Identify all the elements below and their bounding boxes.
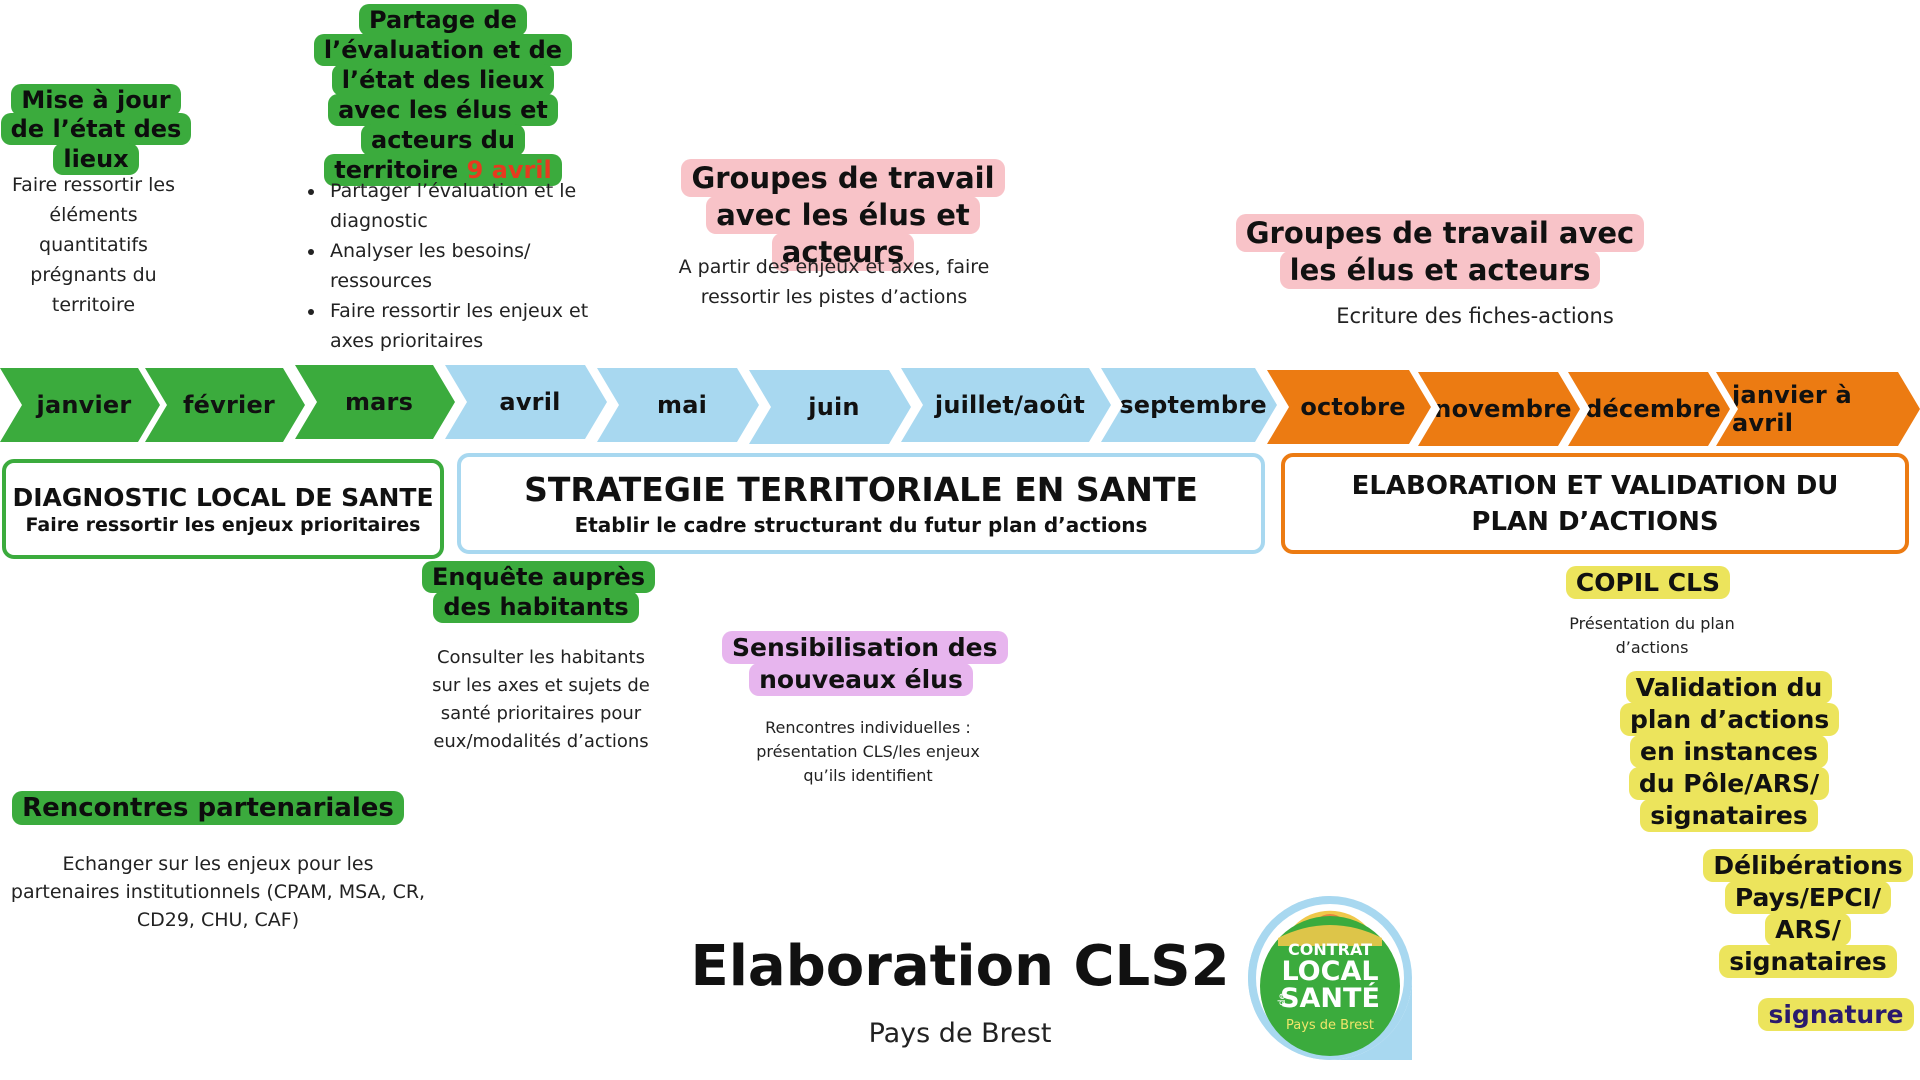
cls-logo-graphic	[1248, 896, 1412, 1060]
sensibilisation-elus-label: Sensibilisation des nouveaux élus	[722, 631, 1008, 696]
phase-diagnostic: DIAGNOSTIC LOCAL DE SANTE Faire ressorti…	[2, 459, 444, 559]
logo-line4: Pays de Brest	[1285, 1018, 1375, 1033]
logo-line2: LOCAL	[1281, 956, 1379, 987]
phase-elaboration: ELABORATION ET VALIDATION DU PLAN D’ACTI…	[1281, 453, 1909, 554]
phase-strategie-subtitle: Etablir le cadre structurant du futur pl…	[574, 513, 1148, 537]
groupes-travail-1-label: Groupes de travail avec les élus et acte…	[648, 159, 1038, 271]
maj-etat-des-lieux-desc: Faire ressortir les éléments quantitatif…	[12, 174, 175, 316]
logo-line1: CONTRAT	[1287, 940, 1373, 959]
phase-elaboration-title: ELABORATION ET VALIDATION DU PLAN D’ACTI…	[1351, 470, 1839, 537]
enquete-habitants-label: Enquête auprès des habitants	[422, 561, 655, 623]
deliberations-label: Délibérations Pays/EPCI/ ARS/ signataire…	[1700, 849, 1916, 978]
partage-bullets: Partager l’évaluation et le diagnostic A…	[304, 176, 596, 356]
groupes-travail-1-desc: A partir des enjeux et axes, faire resso…	[678, 256, 990, 308]
rencontres-partenariales-desc: Echanger sur les enjeux pour les partena…	[10, 853, 426, 931]
month-juillet-aout: juillet/août	[901, 368, 1111, 442]
rencontres-partenariales-label: Rencontres partenariales	[8, 791, 408, 825]
page-subtitle: Pays de Brest	[868, 1018, 1052, 1049]
phase-strategie-title: STRATEGIE TERRITORIALE EN SANTE	[524, 470, 1198, 509]
phase-diagnostic-title: DIAGNOSTIC LOCAL DE SANTE	[12, 482, 434, 512]
month-octobre: octobre	[1267, 370, 1431, 444]
month-avril: avril	[445, 365, 607, 439]
list-item: Analyser les besoins/ ressources	[326, 236, 596, 296]
validation-plan-label: Validation du plan d’actions en instance…	[1620, 671, 1840, 832]
list-item: Partager l’évaluation et le diagnostic	[326, 176, 596, 236]
page-title: Elaboration CLS2	[690, 934, 1230, 999]
signature-label: signature	[1756, 998, 1916, 1031]
month-janvier: janvier	[0, 368, 160, 442]
month-fevrier: février	[145, 368, 305, 442]
month-decembre: décembre	[1568, 372, 1730, 446]
sensibilisation-elus-desc: Rencontres individuelles : présentation …	[756, 718, 980, 785]
month-mai: mai	[597, 368, 759, 442]
copil-label: COPIL CLS	[1560, 566, 1736, 599]
enquete-habitants-desc: Consulter les habitants sur les axes et …	[432, 647, 650, 752]
month-mars: mars	[295, 365, 455, 439]
month-septembre: septembre	[1101, 368, 1277, 442]
groupes-travail-2-desc: Ecriture des fiches-actions	[1336, 304, 1614, 328]
logo-line3: SANTÉ	[1280, 983, 1380, 1014]
list-item: Faire ressortir les enjeux et axes prior…	[326, 296, 596, 356]
month-juin: juin	[749, 370, 911, 444]
phase-strategie: STRATEGIE TERRITORIALE EN SANTE Etablir …	[457, 453, 1265, 554]
month-novembre: novembre	[1418, 372, 1580, 446]
cls-logo: CONTRAT LOCAL de SANTÉ Pays de Brest	[1246, 894, 1414, 1060]
partage-evaluation-label: Partage de l’évaluation et de l’état des…	[312, 4, 574, 186]
maj-etat-des-lieux-label: Mise à jour de l’état des lieux	[0, 84, 192, 175]
groupes-travail-2-label: Groupes de travail avec les élus et acte…	[1214, 214, 1666, 289]
phase-diagnostic-subtitle: Faire ressortir les enjeux prioritaires	[25, 513, 421, 536]
month-janvier-a-avril: janvier à avril	[1716, 372, 1920, 446]
partage-date: 9 avril	[466, 156, 552, 184]
copil-desc: Présentation du plan d’actions	[1569, 614, 1735, 657]
